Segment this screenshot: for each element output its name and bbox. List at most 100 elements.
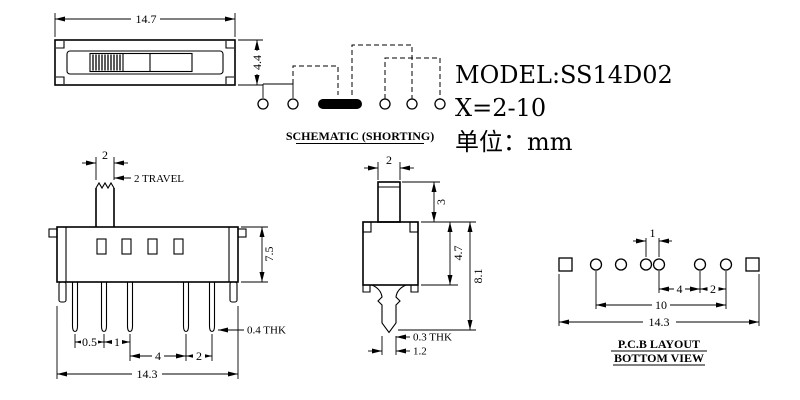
dim-front-total-width: 14.3	[57, 367, 238, 381]
top-view: 14.7 4.4	[54, 12, 264, 86]
knob-sides	[95, 188, 115, 227]
dim-pcb-pitch-small: 1	[633, 226, 672, 257]
terminal-pin	[287, 98, 299, 110]
dim-label: 2	[710, 282, 716, 296]
pin	[71, 282, 79, 333]
dim-label: 0.3 THK	[413, 332, 452, 344]
dim-label: 7.5	[262, 247, 276, 262]
dim-label: 1	[650, 226, 656, 240]
dim-label: 14.3	[649, 315, 670, 329]
side-body	[362, 221, 419, 286]
dim-front-pitch-d: 2	[186, 349, 212, 363]
dim-front-body-height: 7.5	[241, 226, 276, 283]
schematic-view: SCHEMATIC (SHORTING)	[257, 44, 446, 144]
dim-label: 14.7	[136, 12, 157, 26]
dim-label: 14.3	[137, 367, 158, 381]
terminal-pin	[257, 98, 269, 110]
dim-side-knob-width: 2	[364, 153, 414, 180]
pcb-hole	[614, 258, 628, 271]
top-view-slot	[66, 50, 224, 75]
slider-grip-hatch	[92, 54, 121, 71]
dim-label: 10	[655, 298, 667, 312]
shorting-slider	[318, 99, 362, 109]
body-notch	[409, 221, 419, 233]
dim-pcb-pitch-mid: 4	[659, 282, 700, 296]
position-dashed-path	[351, 44, 413, 99]
body-foot	[410, 285, 419, 293]
corner-mark	[225, 76, 234, 84]
side-view: 2 3 4.7 8.1 0.3 THK 1.2	[362, 153, 485, 358]
dim-label: 0.4 THK	[247, 325, 286, 337]
dim-pcb-total-width: 14.3	[559, 315, 759, 329]
mount-hole-square	[745, 257, 760, 272]
corner-mark	[56, 76, 65, 84]
dim-label: 1	[114, 335, 120, 349]
pin	[208, 282, 216, 333]
top-view-slider	[89, 52, 193, 73]
mount-hole-square	[558, 257, 573, 272]
mount-leg	[229, 281, 238, 303]
pcb-hole	[639, 258, 653, 271]
dim-label: 2	[386, 153, 392, 167]
pin	[100, 282, 108, 333]
contact-window	[147, 238, 158, 255]
dim-side-pin-width: 1.2	[368, 336, 427, 358]
dim-side-knob-height: 3	[402, 181, 476, 223]
dim-pcb-pitch-right: 2	[700, 282, 726, 296]
dim-label: 2	[102, 148, 108, 162]
pcb-hole	[652, 258, 666, 271]
terminal-pin	[434, 98, 446, 110]
pin	[126, 282, 134, 333]
unit-text: 单位：mm	[455, 128, 573, 156]
dim-label: 4	[677, 282, 683, 296]
dim-topview-height: 4.4	[238, 39, 264, 86]
dim-label: 2 TRAVEL	[134, 173, 184, 185]
dim-label: 4.7	[451, 246, 465, 261]
contact-window	[121, 238, 132, 255]
mount-ear	[48, 228, 58, 238]
side-pin	[371, 284, 407, 334]
knob-serration	[95, 181, 115, 190]
dim-side-body-height: 4.7	[421, 222, 465, 286]
dim-label: 2	[196, 349, 202, 363]
position-dashed-path	[384, 57, 441, 99]
contact-window	[96, 238, 107, 255]
side-knob	[377, 181, 401, 223]
pcb-layout-view: 1 4 2 10 14.3 P.C.B	[558, 226, 760, 366]
dim-front-knob-width: 2	[82, 148, 128, 180]
bottom-view-caption: BOTTOM VIEW	[614, 351, 704, 365]
pcb-hole	[589, 258, 603, 271]
corner-mark	[56, 41, 65, 49]
front-view: 2 2 TRAVEL 7.5 0.4 THK 0.5	[48, 148, 286, 381]
dim-front-pitch-c: 4	[130, 349, 186, 363]
title-block: MODEL:SS14D02 X=2-10 单位：mm	[455, 61, 673, 156]
x-range-text: X=2-10	[455, 94, 546, 122]
contact-window	[173, 238, 184, 255]
schematic-caption: SCHEMATIC (SHORTING)	[286, 129, 434, 143]
dim-front-pitch-a: 0.5	[75, 335, 104, 349]
pcb-hole	[719, 258, 733, 271]
dim-pcb-span: 10	[596, 298, 726, 312]
dim-front-thickness: 0.4 THK	[218, 325, 286, 337]
front-body	[56, 226, 239, 283]
dim-side-total-height: 8.1	[398, 222, 485, 331]
pcb-hole	[693, 258, 707, 271]
position-dashed-path	[292, 65, 339, 95]
mount-leg	[58, 281, 67, 303]
dim-side-pin-thickness: 0.3 THK	[396, 332, 452, 344]
dim-label: 1.2	[413, 346, 427, 358]
body-notch	[362, 221, 372, 233]
terminal-pin	[379, 98, 391, 110]
corner-mark	[225, 41, 234, 49]
mount-ear	[237, 228, 247, 238]
terminal-link	[262, 83, 294, 98]
dim-front-pitch-b: 1	[104, 335, 130, 349]
model-text: MODEL:SS14D02	[455, 61, 673, 89]
pcb-layout-caption: P.C.B LAYOUT	[618, 337, 700, 351]
dim-front-travel: 2 TRAVEL	[114, 173, 184, 185]
body-foot	[362, 285, 371, 293]
dim-label: 4.4	[250, 55, 264, 70]
pin	[182, 282, 190, 333]
dim-label: 4	[155, 349, 161, 363]
dim-topview-width: 14.7	[54, 12, 236, 37]
